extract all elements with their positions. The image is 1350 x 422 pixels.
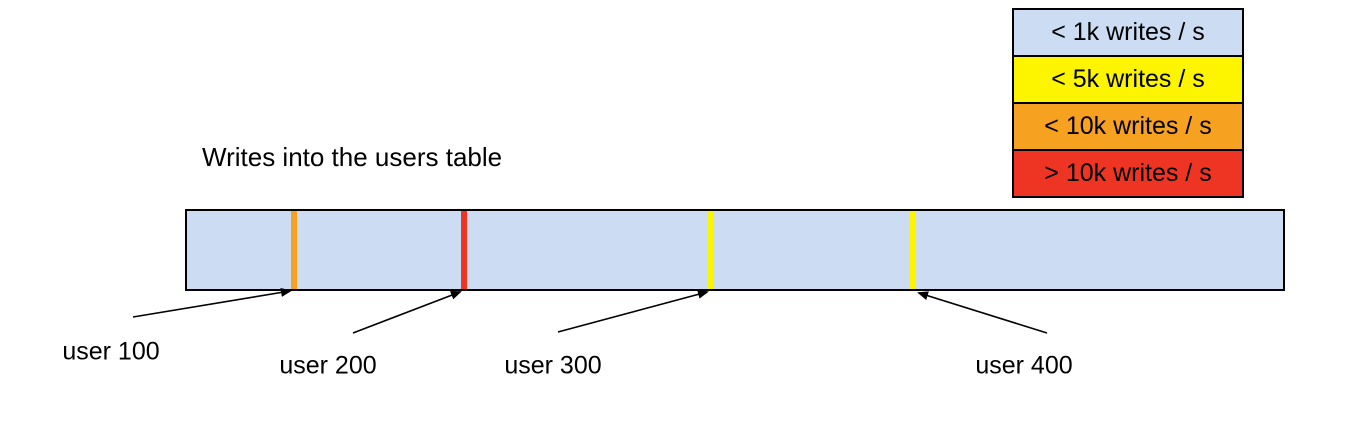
write-hotspot-marker <box>461 211 468 289</box>
legend-item: < 1k writes / s <box>1014 10 1242 57</box>
write-hotspot-marker <box>291 211 298 289</box>
user-label: user 100 <box>62 337 160 366</box>
annotation-arrow <box>917 291 1048 334</box>
write-hotspot-marker <box>706 211 713 289</box>
legend-item: > 10k writes / s <box>1014 151 1242 196</box>
legend-item-label: < 1k writes / s <box>1051 18 1205 46</box>
annotation-arrow <box>132 288 292 318</box>
legend-item: < 5k writes / s <box>1014 57 1242 104</box>
write-hotspot-marker <box>909 211 916 289</box>
user-label: user 300 <box>504 351 602 380</box>
user-label: user 400 <box>975 351 1073 380</box>
diagram-title: Writes into the users table <box>202 142 503 172</box>
annotation-arrow <box>352 291 462 334</box>
legend-item: < 10k writes / s <box>1014 104 1242 151</box>
legend: < 1k writes / s < 5k writes / s < 10k writ… <box>1012 8 1244 198</box>
legend-item-label: > 10k writes / s <box>1044 159 1212 187</box>
annotation-arrow <box>557 289 709 333</box>
legend-item-label: < 10k writes / s <box>1044 112 1212 140</box>
users-table-bar <box>185 209 1285 291</box>
legend-item-label: < 5k writes / s <box>1051 65 1205 93</box>
user-label: user 200 <box>279 351 377 380</box>
